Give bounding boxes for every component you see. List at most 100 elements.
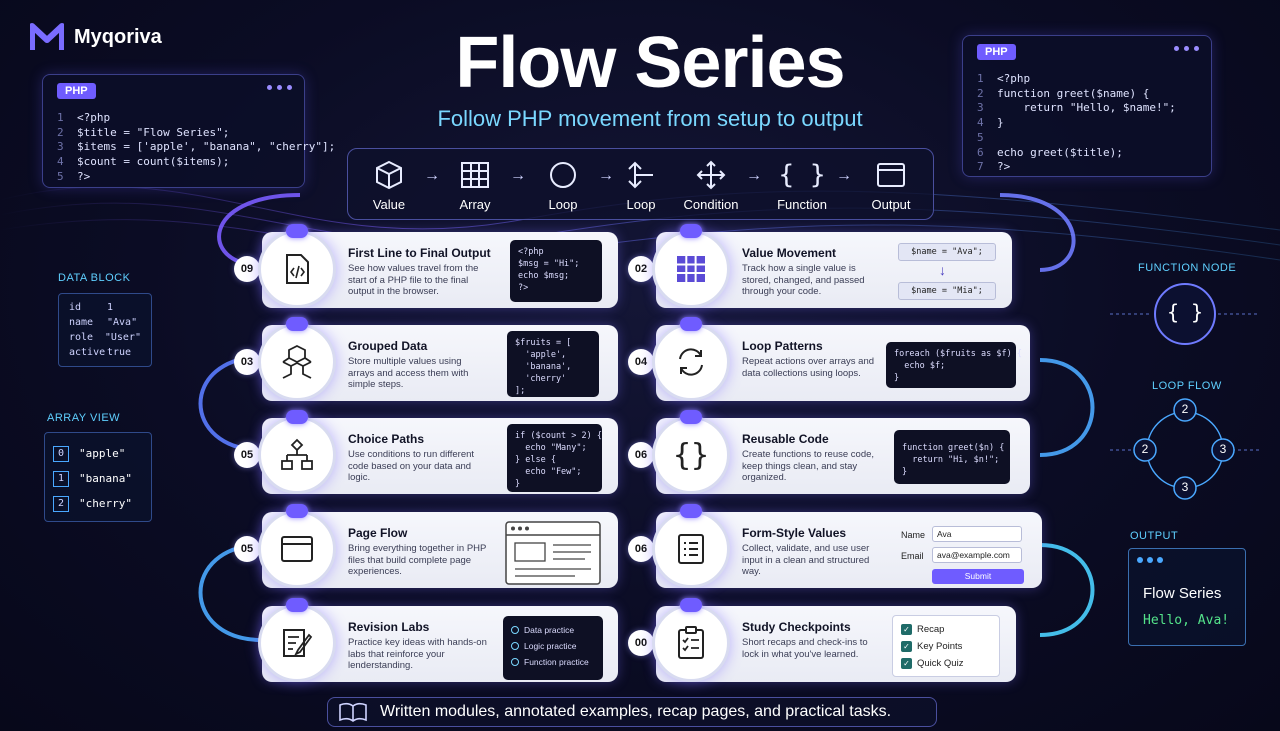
line-number: 4 bbox=[57, 155, 64, 169]
arrow-right-icon: → bbox=[746, 167, 762, 184]
data-key: role bbox=[69, 332, 94, 343]
badge-top bbox=[286, 317, 308, 331]
card-loop-patterns[interactable]: 04 Loop Patterns Repeat actions over arr… bbox=[628, 317, 1030, 401]
card-revision-labs[interactable]: Revision Labs Practice key ideas with ha… bbox=[258, 598, 618, 682]
arrow-right-icon: → bbox=[598, 167, 614, 184]
card-study-checkpoints[interactable]: 00 Study Checkpoints Short recaps and ch… bbox=[628, 598, 1016, 682]
checkbox-checked-icon: ✓ bbox=[901, 658, 912, 669]
array-value: "cherry" bbox=[79, 497, 132, 510]
badge-top bbox=[680, 410, 702, 424]
code-snippet: <?php $msg = "Hi"; echo $msg; ?> bbox=[510, 240, 602, 302]
lab-item[interactable]: Logic practice bbox=[511, 638, 595, 654]
check-item[interactable]: ✓Key Points bbox=[901, 638, 991, 655]
submit-button[interactable]: Submit bbox=[932, 569, 1024, 584]
card-number: 00 bbox=[628, 630, 654, 656]
data-value: "User" bbox=[104, 332, 141, 343]
card-number: 05 bbox=[234, 442, 260, 468]
form-name-input[interactable]: Ava bbox=[932, 526, 1022, 542]
window-dots-icon bbox=[267, 85, 292, 90]
output-window: Flow Series Hello, Ava! bbox=[1128, 548, 1246, 646]
braces-icon: { } bbox=[1166, 300, 1204, 324]
check-item[interactable]: ✓Recap bbox=[901, 621, 991, 638]
code-text: ?> bbox=[77, 169, 91, 183]
badge-top bbox=[680, 504, 702, 518]
code-text: ?> bbox=[997, 160, 1011, 174]
flow-step-output: Output bbox=[856, 159, 926, 212]
loop-flow-graphic bbox=[1110, 398, 1260, 500]
badge-top bbox=[680, 224, 702, 238]
boxes-icon bbox=[282, 344, 312, 379]
card-number: 05 bbox=[234, 536, 260, 562]
code-line: 5?> bbox=[57, 170, 335, 185]
value-box-2: $name = "Mia"; bbox=[898, 282, 996, 300]
code-text: } bbox=[997, 116, 1004, 130]
line-number: 4 bbox=[977, 116, 984, 130]
loop-node: 3 bbox=[1181, 480, 1189, 494]
card-number: 09 bbox=[234, 256, 260, 282]
card-page-flow[interactable]: 05 Page Flow Bring everything together i… bbox=[234, 504, 618, 588]
code-snippet: $fruits = [ 'apple', 'banana', 'cherry' … bbox=[507, 331, 599, 397]
line-number: 3 bbox=[57, 140, 64, 154]
line-number: 2 bbox=[57, 125, 64, 139]
loop-node: 3 bbox=[1219, 442, 1227, 456]
code-text: $items = ['apple', "banana", "cherry"]; bbox=[77, 140, 336, 154]
code-snippet: function greet($n) { return "Hi, $n!"; } bbox=[894, 430, 1010, 484]
form-name-label: Name bbox=[901, 530, 926, 540]
card-choice-paths[interactable]: 05 Choice Paths Use conditions to run di… bbox=[234, 410, 618, 494]
brand[interactable]: Myqoriva bbox=[30, 22, 162, 52]
php-tag: PHP bbox=[57, 83, 96, 99]
card-reusable-code[interactable]: 06 {} Reusable Code Create functions to … bbox=[628, 410, 1030, 494]
form-email-input[interactable]: ava@example.com bbox=[932, 547, 1022, 563]
lab-item[interactable]: Function practice bbox=[511, 654, 595, 670]
card-form-values[interactable]: 06 Form-Style Values Collect, validate, … bbox=[628, 504, 1042, 588]
code-line: 7 ?> bbox=[977, 160, 1176, 175]
loop-node: 2 bbox=[1141, 442, 1149, 456]
card-value-movement[interactable]: 02 Value Movement Track how a single val… bbox=[628, 224, 1012, 308]
badge-top bbox=[680, 598, 702, 612]
icon-holder bbox=[652, 230, 730, 308]
card-first-line[interactable]: 09 First Line to Final Output See how va… bbox=[234, 224, 618, 308]
line-number: 7 bbox=[977, 160, 984, 174]
banner-text: Written modules, annotated examples, rec… bbox=[380, 703, 892, 720]
icon-holder bbox=[652, 510, 730, 588]
move-arrows-icon bbox=[696, 160, 726, 190]
check-item[interactable]: ✓Quick Quiz bbox=[901, 655, 991, 672]
flowchart-icon bbox=[281, 438, 313, 470]
flow-step-function: { } Function bbox=[767, 159, 837, 212]
line-number: 5 bbox=[977, 130, 984, 144]
array-index: 0 bbox=[53, 445, 69, 462]
loop-circle-icon bbox=[550, 162, 576, 188]
code-text: <?php bbox=[997, 72, 1031, 85]
array-index: 1 bbox=[53, 470, 69, 487]
form-email-label: Email bbox=[901, 551, 924, 561]
code-line: 4$count = count($items); bbox=[57, 155, 335, 170]
line-number: 2 bbox=[977, 86, 984, 100]
code-line: 1<?php bbox=[57, 111, 335, 126]
checkbox-checked-icon: ✓ bbox=[901, 624, 912, 635]
icon-holder bbox=[652, 604, 730, 682]
badge-top bbox=[286, 224, 308, 238]
code-line: 1<?php bbox=[977, 72, 1176, 87]
code-file-icon bbox=[286, 254, 309, 284]
cube-icon bbox=[376, 160, 402, 190]
icon-holder bbox=[258, 604, 336, 682]
braces-icon: {} bbox=[672, 437, 710, 473]
card-grouped-data[interactable]: 03 Grouped Data Store multiple values us… bbox=[234, 317, 618, 401]
code-line: 3 $items = ['apple', "banana", "cherry"]; bbox=[57, 140, 335, 155]
arrow-right-icon: → bbox=[424, 167, 440, 184]
line-number: 1 bbox=[57, 111, 64, 124]
arrow-right-icon: → bbox=[510, 167, 526, 184]
browser-window-icon bbox=[281, 536, 313, 562]
refresh-loop-icon bbox=[679, 348, 703, 376]
data-key: active bbox=[69, 347, 106, 358]
lab-item[interactable]: Data practice bbox=[511, 622, 595, 638]
badge-top bbox=[286, 504, 308, 518]
window-icon bbox=[877, 163, 905, 187]
flow-step-loop-2: Loop bbox=[606, 159, 676, 212]
